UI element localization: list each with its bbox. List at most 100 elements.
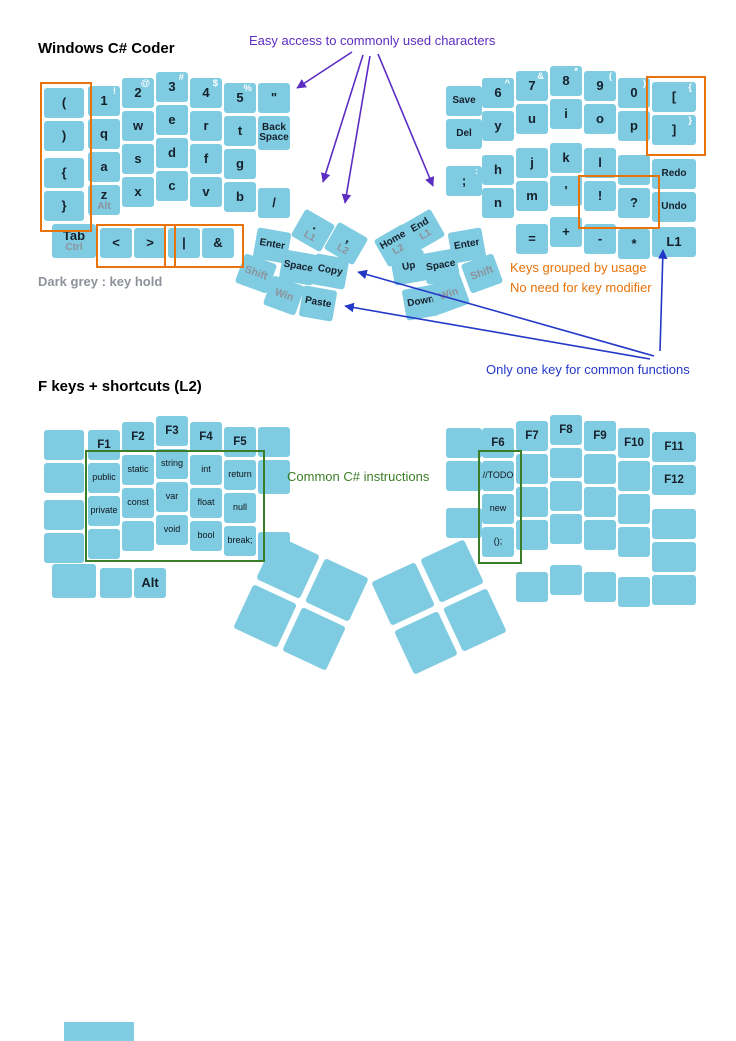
- key-undo: Undo: [652, 192, 696, 222]
- key-f3: F3: [156, 416, 188, 446]
- note-easy-access: Easy access to commonly used characters: [249, 33, 496, 48]
- key-label: s: [134, 151, 142, 167]
- key-break: break;: [224, 526, 256, 556]
- key-3: #3: [156, 72, 188, 102]
- blank-key: [52, 564, 96, 598]
- key-symbol: +: [550, 217, 582, 247]
- key-return: return: [224, 460, 256, 490]
- thumb-cluster-right: [371, 539, 507, 675]
- key-f: f: [190, 144, 222, 174]
- blank-key: [446, 461, 482, 491]
- key-symbol: -: [584, 224, 616, 254]
- key-label: L1: [666, 234, 682, 250]
- key-label: Up: [401, 260, 417, 274]
- key-hold-label: L2: [334, 241, 351, 258]
- key-save: Save: [446, 86, 482, 116]
- key-label: |: [182, 235, 186, 251]
- key-label: t: [237, 123, 243, 139]
- key-7: &7: [516, 71, 548, 101]
- key-label: w: [132, 118, 144, 134]
- key-label: k: [562, 150, 570, 166]
- key-void: void: [156, 515, 188, 545]
- key-label: n: [494, 195, 502, 211]
- key-const: const: [122, 488, 154, 518]
- key-n: n: [482, 188, 514, 218]
- key-b: b: [224, 182, 256, 212]
- key-label: i: [564, 106, 568, 122]
- key-c: c: [156, 171, 188, 201]
- key-label: 7: [528, 78, 536, 94]
- key-symbol: &: [202, 228, 234, 258]
- key-u: u: [516, 104, 548, 134]
- blank-key: [584, 572, 616, 602]
- key-symbol: !: [584, 181, 616, 211]
- key-copy: Copy: [310, 253, 350, 290]
- key-symbol: ?: [618, 188, 650, 218]
- key-label: <: [112, 235, 120, 251]
- key-symbol: {[: [652, 82, 696, 112]
- key-q: q: [88, 119, 120, 149]
- key-shift-symbol: ): [642, 78, 646, 89]
- blank-key: [618, 494, 650, 524]
- key-label: F10: [624, 436, 644, 449]
- key-label: y: [494, 118, 502, 134]
- key-static: static: [122, 455, 154, 485]
- blank-key: [584, 487, 616, 517]
- key-label: F3: [165, 424, 179, 437]
- key-label: 4: [202, 85, 210, 101]
- key-shift-symbol: (: [608, 71, 612, 82]
- key-paste: Paste: [298, 285, 338, 322]
- key-symbol: <: [100, 228, 132, 258]
- blank-key: [100, 568, 132, 598]
- note-one-key: Only one key for common functions: [486, 362, 690, 377]
- blank-key: [122, 521, 154, 551]
- key-shift-symbol: $: [212, 78, 218, 89]
- blank-key: [44, 533, 84, 563]
- key-f12: F12: [652, 465, 696, 495]
- key-label: int: [201, 464, 211, 475]
- key-shift-symbol: !: [112, 86, 116, 97]
- key-label: F4: [199, 430, 213, 443]
- key-label: ,: [343, 231, 355, 246]
- key-hold-label: L1: [417, 227, 434, 243]
- key-hold-label: Alt: [97, 201, 111, 213]
- key-int: int: [190, 455, 222, 485]
- key-l: l: [584, 148, 616, 178]
- key-shift-symbol: %: [243, 83, 252, 94]
- key-m: m: [516, 181, 548, 211]
- key-label: 5: [236, 90, 244, 106]
- key-p: p: [618, 111, 650, 141]
- key-new: new: [482, 494, 514, 524]
- key-label: break;: [227, 535, 253, 546]
- blank-key: [584, 520, 616, 550]
- blank-key: [44, 430, 84, 460]
- key-null: null: [224, 493, 256, 523]
- key-4: $4: [190, 78, 222, 108]
- key-label: F6: [491, 436, 505, 449]
- blank-key: [258, 460, 290, 494]
- key-f7: F7: [516, 421, 548, 451]
- blank-key: [44, 500, 84, 530]
- key-label: p: [630, 118, 638, 134]
- key-label: F5: [233, 435, 247, 448]
- key-label: 6: [494, 85, 502, 101]
- key-label: j: [530, 155, 534, 171]
- key-label: 1: [100, 93, 108, 109]
- key-label: 8: [562, 73, 570, 89]
- key-label: /: [272, 195, 276, 211]
- key-label: return: [228, 469, 252, 480]
- key-label: -: [597, 231, 603, 247]
- key-label: b: [236, 189, 244, 205]
- key-label: Win: [437, 285, 460, 303]
- key-label: F1: [97, 438, 111, 451]
- key-a: a: [88, 152, 120, 182]
- key-t: t: [224, 116, 256, 146]
- key-label: 2: [134, 85, 142, 101]
- blank-key: [618, 577, 650, 607]
- key-f9: F9: [584, 421, 616, 451]
- key-shift-symbol: ^: [504, 78, 510, 89]
- key-symbol: ': [550, 176, 582, 206]
- key-label: Copy: [316, 263, 344, 279]
